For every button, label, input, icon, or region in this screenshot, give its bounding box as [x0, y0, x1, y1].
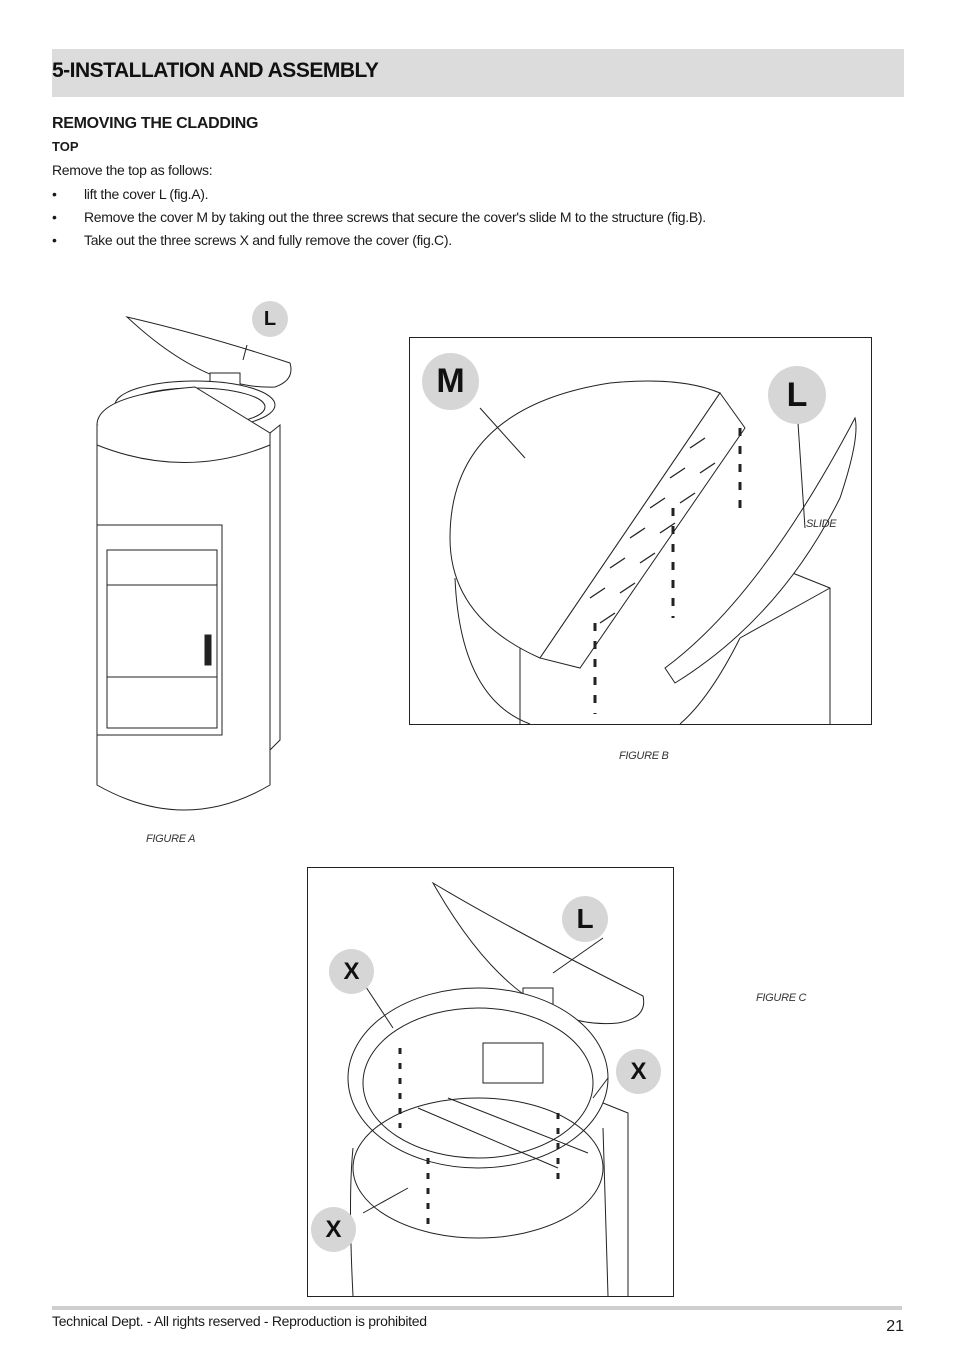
step-text: Take out the three screws X and fully re… [84, 232, 452, 248]
footer-text: Technical Dept. - All rights reserved - … [52, 1313, 427, 1329]
steps-list: • lift the cover L (fig.A). • Remove the… [52, 185, 706, 254]
slide-label: SLIDE [806, 518, 837, 530]
figure-c: L X X X [307, 867, 674, 1297]
stove-illustration-b [449, 380, 857, 724]
callout-m: M [422, 353, 479, 410]
step-text: lift the cover L (fig.A). [84, 186, 209, 202]
subsection-subtitle: TOP [52, 139, 79, 154]
bullet: • [52, 232, 57, 248]
bullet: • [52, 186, 57, 202]
callout-x: X [329, 949, 374, 994]
subsection-title: REMOVING THE CLADDING [52, 115, 259, 132]
bullet: • [52, 209, 57, 225]
intro-text: Remove the top as follows: [52, 162, 213, 178]
callout-l: L [562, 896, 608, 942]
figure-a: L [85, 295, 305, 825]
figure-b: M L SLIDE [409, 337, 872, 725]
list-item: • Take out the three screws X and fully … [52, 231, 706, 254]
callout-x: X [311, 1207, 356, 1252]
step-text: Remove the cover M by taking out the thr… [84, 209, 706, 225]
callout-x: X [616, 1049, 661, 1094]
list-item: • lift the cover L (fig.A). [52, 185, 706, 208]
figure-c-caption: FIGURE C [756, 992, 807, 1004]
figure-b-caption: FIGURE B [619, 750, 669, 762]
section-header: 5-INSTALLATION AND ASSEMBLY [52, 49, 904, 97]
footer-divider [52, 1306, 902, 1310]
figure-a-caption: FIGURE A [146, 833, 196, 845]
section-title: 5-INSTALLATION AND ASSEMBLY [52, 59, 379, 82]
stove-illustration-a [96, 316, 292, 811]
list-item: • Remove the cover M by taking out the t… [52, 208, 706, 231]
callout-l: L [768, 366, 826, 424]
page-number: 21 [886, 1318, 904, 1335]
callout-l: L [252, 301, 288, 337]
stove-illustration-c [347, 881, 645, 1296]
